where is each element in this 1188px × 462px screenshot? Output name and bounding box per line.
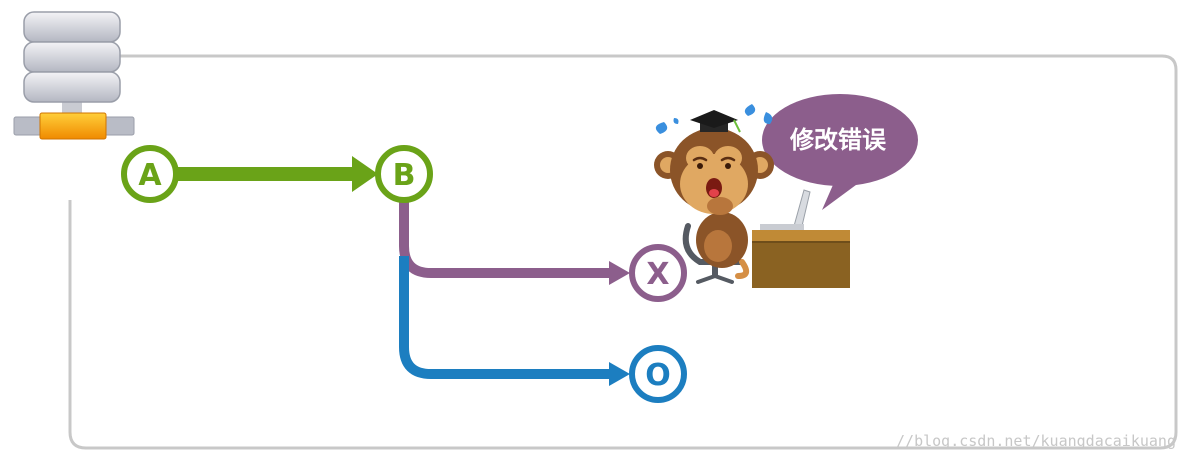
arrowhead-icon xyxy=(609,362,630,386)
commit-node-b-label: B xyxy=(393,158,416,193)
edge-b-to-x xyxy=(399,200,630,285)
edge-line xyxy=(399,256,610,379)
arrowhead-icon xyxy=(352,156,378,192)
commit-node-a-label: A xyxy=(138,158,162,193)
speech-bubble-text: 修改错误 xyxy=(789,126,887,154)
monkey-character-icon xyxy=(654,104,774,284)
commit-node-o: O xyxy=(629,345,687,403)
edge-a-to-b xyxy=(176,156,378,192)
watermark-text: //blog.csdn.net/kuangdacaikuang xyxy=(896,432,1176,450)
database-server-icon xyxy=(13,11,135,140)
arrowhead-icon xyxy=(609,261,630,285)
commit-node-x-label: X xyxy=(646,257,669,292)
repository-frame xyxy=(68,54,1178,450)
graduation-cap-icon xyxy=(690,110,741,133)
desk-icon xyxy=(752,230,850,288)
sweat-drop-icon xyxy=(655,104,773,134)
edge-b-to-o xyxy=(399,256,630,386)
commit-node-a: A xyxy=(121,145,179,203)
chair-icon xyxy=(682,223,743,284)
commit-node-x: X xyxy=(629,244,687,302)
laptop-icon xyxy=(760,189,811,230)
edges-layer xyxy=(176,156,630,386)
edge-line xyxy=(399,200,610,278)
speech-bubble: 修改错误 xyxy=(762,94,918,210)
commit-node-b: B xyxy=(375,145,433,203)
commit-node-o-label: O xyxy=(645,358,671,393)
